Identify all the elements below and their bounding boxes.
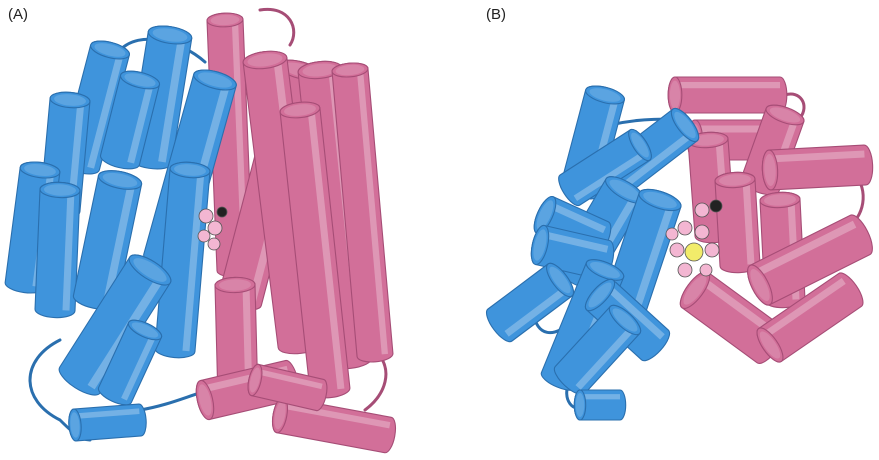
ligand-a-atom-4 (217, 207, 227, 217)
ligand-b-atom-2 (710, 200, 722, 212)
ligand-a-atom-2 (208, 221, 222, 235)
protein-structure-top-view (440, 0, 879, 460)
ligand-a-atom-1 (199, 209, 213, 223)
ligand-a-atom-3 (198, 230, 210, 242)
ligand-b-atom-4 (695, 225, 709, 239)
ligand-b-atom-6 (670, 243, 684, 257)
panel-b: (B) (440, 0, 879, 460)
loop-a-pink-top (260, 9, 294, 45)
helix-b-pink-6 (715, 171, 761, 274)
ligand-a-atom-5 (208, 238, 220, 250)
ligand-b-atom-8 (678, 263, 692, 277)
ligand-b-atom-9 (700, 264, 712, 276)
ligand-b-atom-7 (705, 243, 719, 257)
ligand-b-atom-10 (666, 228, 678, 240)
helix-a-blue-12 (68, 404, 148, 442)
protein-structure-side-view (0, 0, 440, 460)
panel-a: (A) (0, 0, 440, 460)
ligand-b-atom-5 (685, 243, 703, 261)
helix-b-pink-4 (761, 145, 873, 191)
ligand-b-atom-1 (695, 203, 709, 217)
helix-b-blue-12 (574, 390, 625, 420)
ligand-b-atom-3 (678, 221, 692, 235)
